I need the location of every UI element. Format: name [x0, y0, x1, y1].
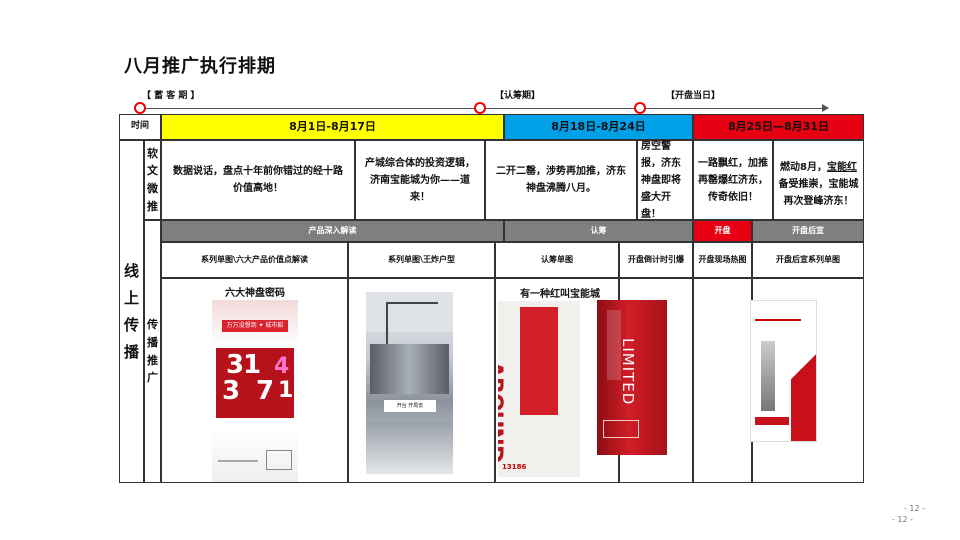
poster5-script — [755, 311, 801, 321]
sub-opening-live: 开盘现场热图 — [693, 242, 752, 278]
timeline-marker-1 — [134, 102, 146, 114]
poster1-digit-a: 3 — [226, 350, 245, 380]
timeline-marker-3 — [634, 102, 646, 114]
poster-cell-5 — [693, 278, 752, 483]
poster-title-1: 六大神盘密码 — [225, 288, 285, 299]
poster3-red-bar — [520, 307, 558, 415]
poster-image-six-codes: 万万没想到 ✦ 城市館 3 1 4 3 7 1 — [212, 300, 298, 482]
poster-image-royal-layout: 开台 开局去 — [366, 292, 453, 474]
poster1-footer-line — [218, 460, 258, 462]
online-char-1: 线 — [123, 261, 139, 280]
online-char-4: 播 — [123, 342, 139, 361]
soft-article-6-c: 备受推崇，宝能城再次登峰济东！ — [778, 179, 859, 207]
soft-char-3: 微 — [147, 182, 158, 195]
page-number-2: - 12 - — [892, 515, 914, 524]
poster4-word: LIMITED — [619, 338, 637, 406]
soft-char-2: 文 — [147, 164, 158, 178]
soft-article-3: 二开二罄，涉势再加推，济东神盘沸腾八月。 — [485, 140, 637, 220]
poster3-number: 13186 — [502, 463, 527, 471]
time-label: 时间 — [119, 114, 161, 140]
poster1-banner: 万万没想到 ✦ 城市館 — [222, 320, 288, 332]
timeline-arrow-icon — [822, 104, 829, 112]
poster1-tag2: 城市館 — [265, 322, 284, 329]
period-1: 8月1日-8月17日 — [161, 114, 504, 140]
sub-subscription-poster: 认筹单图 — [495, 242, 619, 278]
page-number-1: - 12 - — [904, 504, 926, 513]
poster-cell-2 — [348, 278, 495, 483]
category-product: 产品深入解读 — [161, 220, 504, 242]
poster2-frame — [386, 302, 438, 344]
poster-title-2: 有一种红叫宝能城 — [520, 289, 600, 300]
poster2-ground — [366, 422, 453, 474]
poster1-logo-icon — [266, 450, 292, 470]
phase-label-storage: 【 蓄 客 期 】 — [142, 91, 200, 101]
online-char-3: 传 — [123, 315, 139, 334]
online-char-2: 上 — [123, 288, 139, 307]
poster1-tag: 万万没想到 — [226, 322, 257, 329]
soft-article-6-highlight: 宝能红 — [826, 162, 857, 173]
soft-article-label: 软 文 微 推 — [144, 140, 161, 220]
promo-char-1: 传 — [147, 318, 158, 332]
poster1-digit-f: 1 — [278, 378, 294, 403]
promo-char-2: 播 — [147, 335, 158, 349]
soft-char-1: 软 — [147, 146, 158, 160]
poster-image-post-opening — [750, 300, 817, 442]
poster4-tower — [607, 310, 621, 380]
poster5-tower — [761, 341, 775, 411]
poster-image-limited: LIMITED — [597, 300, 667, 455]
soft-char-4: 推 — [147, 199, 158, 213]
phase-label-subscription: 【认筹期】 — [495, 91, 541, 101]
poster2-sky — [366, 292, 453, 332]
poster1-digit-e: 7 — [256, 376, 275, 406]
category-opening: 开盘 — [693, 220, 752, 242]
category-post-opening: 开盘后宣 — [752, 220, 864, 242]
soft-article-2: 产城综合体的投资逻辑，济南宝能城为你——道来！ — [355, 140, 485, 220]
poster3-word: AROUND — [498, 361, 506, 463]
poster2-caption: 开台 开局去 — [384, 400, 436, 412]
poster2-city — [370, 344, 449, 394]
sub-post-series: 开盘后宣系列单图 — [752, 242, 864, 278]
sub-series-product: 系列单图\六大产品价值点解读 — [161, 242, 348, 278]
phase-label-opening: 【开盘当日】 — [666, 91, 721, 101]
soft-article-6: 燃动8月，宝能红备受推崇，宝能城再次登峰济东！ — [773, 140, 864, 220]
sub-countdown: 开盘倒计时引爆 — [619, 242, 693, 278]
soft-article-1: 数据说话，盘点十年前你错过的经十路价值高地！ — [161, 140, 355, 220]
period-3: 8月25日—8月31日 — [693, 114, 864, 140]
soft-article-4: 房空警报，济东神盘即将盛大开盘！ — [637, 140, 693, 220]
poster1-red-block — [216, 348, 294, 418]
poster-cell-1 — [161, 278, 348, 483]
page-title: 八月推广执行排期 — [124, 56, 276, 77]
period-2: 8月18日-8月24日 — [504, 114, 693, 140]
poster5-red-diagonal — [791, 321, 816, 441]
promo-label: 传 播 推 广 — [144, 220, 161, 483]
sub-series-layout: 系列单图\王炸户型 — [348, 242, 495, 278]
promo-char-4: 广 — [147, 371, 158, 385]
poster5-red-tag — [755, 417, 789, 425]
category-subscription: 认筹 — [504, 220, 693, 242]
online-spread-label: 线 上 传 播 — [119, 140, 144, 483]
poster4-text-block — [603, 420, 639, 438]
soft-article-6-a: 燃动8月， — [780, 162, 827, 173]
poster1-digit-b: 1 — [243, 350, 262, 380]
timeline-marker-2 — [474, 102, 486, 114]
promo-char-3: 推 — [147, 353, 158, 367]
soft-article-5: 一路飘红，加推再罄爆红济东，传奇依旧！ — [693, 140, 773, 220]
poster-image-around: AROUND 13186 — [498, 301, 580, 477]
poster1-digit-d: 3 — [222, 376, 241, 406]
poster1-digit-c: 4 — [274, 354, 290, 379]
